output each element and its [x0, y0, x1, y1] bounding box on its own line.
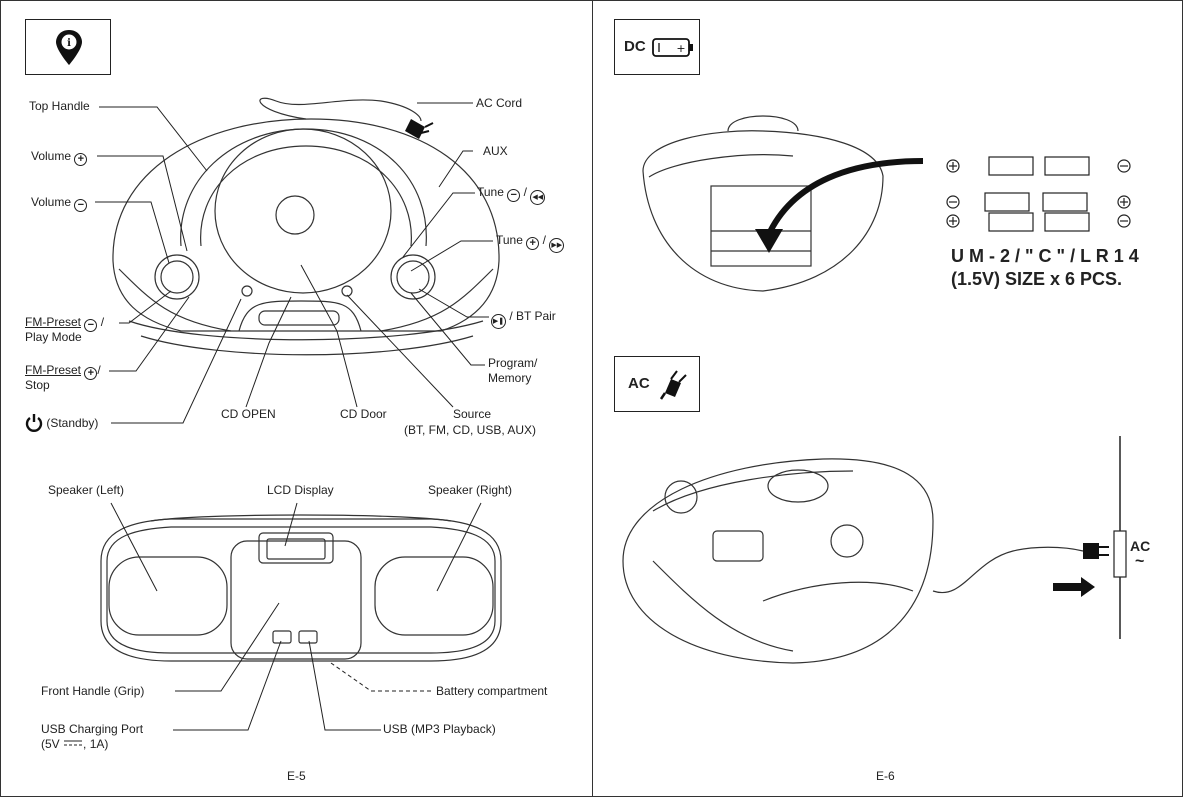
dc-label: DC [624, 38, 646, 55]
label-play-mode: Play Mode [25, 330, 82, 344]
ac-outlet-label: AC [1130, 538, 1151, 554]
page-number-right: E-6 [876, 769, 895, 783]
label-usb-charging-spec-a: (5V [41, 737, 60, 751]
ac-label: AC [628, 375, 650, 392]
svg-text:i: i [67, 38, 71, 49]
label-top-handle: Top Handle [29, 99, 90, 113]
forward-icon: ▶▶ [549, 238, 565, 253]
label-front-handle: Front Handle (Grip) [41, 684, 145, 698]
page-number-left: E-5 [287, 769, 306, 783]
label-fm-preset-minus: FM-Preset − / [25, 315, 105, 332]
plus-circle-icon: + [526, 237, 540, 250]
battery-size-text: (1.5V) SIZE x 6 PCS. [951, 269, 1123, 289]
plus-circle-icon: + [74, 153, 88, 166]
label-volume-plus-text: Volume [31, 149, 72, 163]
dc-box: DC + [614, 19, 700, 75]
label-usb-mp3: USB (MP3 Playback) [383, 722, 496, 736]
label-battery-compartment: Battery compartment [436, 684, 548, 698]
label-standby: (Standby) [25, 413, 99, 432]
battery-icon: + [652, 38, 693, 57]
label-fm-preset-plus: FM-Preset +/ [25, 363, 101, 380]
label-tune-plus-text: Tune [496, 233, 523, 247]
boombox-front-diagram [100, 502, 502, 731]
label-speaker-left: Speaker (Left) [48, 483, 125, 497]
info-pin-icon: i [56, 30, 82, 65]
label-usb-charging-port: USB Charging Port [41, 722, 144, 736]
boombox-top-diagram [95, 97, 500, 424]
label-stop: Stop [25, 378, 50, 392]
label-usb-charging-spec-b: , 1A) [83, 737, 109, 751]
label-tune-minus: Tune − / ◀◀ [477, 185, 546, 205]
battery-type-text: U M - 2 / " C " / L R 1 4 [951, 246, 1139, 266]
minus-circle-icon: − [74, 199, 88, 212]
label-tune-minus-text: Tune [477, 185, 504, 199]
ac-symbol: ~ [1135, 553, 1145, 570]
label-standby-text: (Standby) [46, 416, 99, 430]
info-box: i [25, 19, 111, 75]
label-bt-pair: ▶❚ / BT Pair [491, 309, 556, 329]
label-volume-plus: Volume + [31, 149, 88, 166]
minus-circle-icon: − [84, 319, 98, 332]
left-page: i [0, 0, 593, 797]
label-program-memory-2: Memory [488, 371, 532, 385]
label-tune-plus: Tune + / ▶▶ [496, 233, 565, 253]
label-lcd-display: LCD Display [267, 483, 334, 497]
ac-box: AC [614, 356, 700, 412]
power-icon [25, 414, 43, 432]
label-ac-cord: AC Cord [476, 96, 523, 110]
svg-text:+: + [676, 42, 685, 55]
label-source-list: (BT, FM, CD, USB, AUX) [404, 423, 537, 437]
plus-circle-icon: + [84, 367, 98, 380]
dc-symbol-icon [64, 740, 83, 746]
minus-circle-icon: − [507, 189, 521, 202]
label-fm-preset-minus-text: FM-Preset [25, 315, 82, 329]
label-source: Source [453, 407, 492, 421]
rewind-icon: ◀◀ [530, 190, 546, 205]
label-aux: AUX [483, 144, 508, 158]
label-cd-open: CD OPEN [221, 407, 276, 421]
battery-diagram [642, 115, 1131, 292]
ac-connection-diagram [622, 436, 1127, 664]
play-pause-icon: ▶❚ [491, 314, 506, 329]
label-bt-pair-text: / BT Pair [509, 309, 556, 323]
label-program-memory-1: Program/ [488, 356, 538, 370]
label-fm-preset-plus-text: FM-Preset [25, 363, 82, 377]
label-usb-charging-spec: (5V , 1A) [41, 737, 108, 751]
label-volume-minus: Volume − [31, 195, 88, 212]
label-volume-minus-text: Volume [31, 195, 72, 209]
right-page: DC + U M - 2 [592, 0, 1183, 797]
label-cd-door: CD Door [340, 407, 387, 421]
label-speaker-right: Speaker (Right) [428, 483, 513, 497]
plug-icon [659, 370, 687, 400]
